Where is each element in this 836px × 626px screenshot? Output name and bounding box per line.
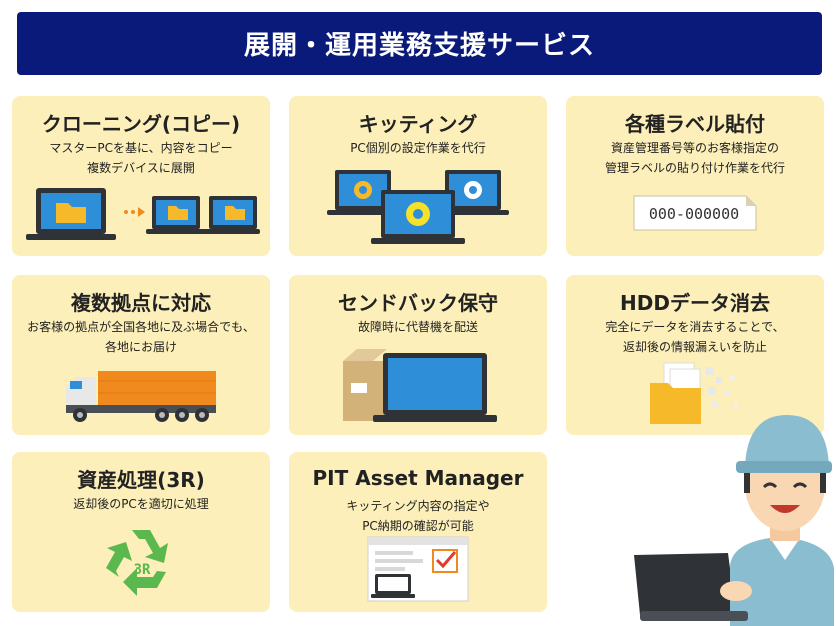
card-description: 返却後のPCを適切に処理: [12, 494, 270, 514]
card-multi-site[interactable]: 複数拠点に対応 お客様の拠点が全国各地に及ぶ場合でも、 各地にお届け: [12, 275, 270, 435]
card-title: HDDデータ消去: [620, 291, 770, 315]
card-description-line: キッティング内容の指定や: [346, 499, 490, 513]
card-description-line: お客様の拠点が全国各地に及ぶ場合でも、: [27, 320, 255, 334]
card-description-line: 管理ラベルの貼り付け作業を代行: [604, 161, 785, 175]
card-title: キッティング: [358, 112, 478, 136]
card-sendback[interactable]: センドバック保守 故障時に代替機を配送: [289, 275, 547, 435]
card-asset-manager[interactable]: PIT Asset Manager キッティング内容の指定や PC納期の確認が可…: [289, 452, 547, 612]
laptop-folder-copy-icon: [26, 188, 260, 240]
card-description: マスターPCを基に、内容をコピー 複数デバイスに展開: [12, 138, 270, 178]
card-description: 故障時に代替機を配送: [289, 317, 547, 337]
card-description: 資産管理番号等のお客様指定の 管理ラベルの貼り付け作業を代行: [566, 138, 824, 178]
recycle-label-text: 3R: [134, 562, 151, 578]
card-title: 資産処理(3R): [77, 468, 205, 492]
card-title: クローニング(コピー): [41, 112, 241, 136]
asset-label-text: 000-000000: [649, 205, 739, 223]
card-title: センドバック保守: [338, 291, 498, 315]
asset-label-icon: 000-000000: [633, 195, 757, 231]
card-cloning[interactable]: クローニング(コピー) マスターPCを基に、内容をコピー 複数デバイスに展開: [12, 96, 270, 256]
card-title: PIT Asset Manager: [312, 466, 524, 490]
card-description: PC個別の設定作業を代行: [289, 138, 547, 158]
card-label[interactable]: 各種ラベル貼付 資産管理番号等のお客様指定の 管理ラベルの貼り付け作業を代行 0…: [566, 96, 824, 256]
technician-mascot-icon: [634, 415, 834, 626]
card-description-line: 返却後の情報漏えいを防止: [622, 340, 767, 354]
card-description: キッティング内容の指定や PC納期の確認が可能: [289, 496, 547, 536]
card-hdd-erase[interactable]: HDDデータ消去 完全にデータを消去することで、 返却後の情報漏えいを防止: [566, 275, 824, 435]
card-description-line: 各地にお届け: [104, 340, 177, 354]
card-title: 各種ラベル貼付: [625, 112, 765, 136]
card-description-line: PC納期の確認が可能: [362, 519, 474, 533]
card-description: お客様の拠点が全国各地に及ぶ場合でも、 各地にお届け: [12, 317, 270, 357]
sendback-laptop-box-icon: [343, 349, 497, 422]
card-description: 完全にデータを消去することで、 返却後の情報漏えいを防止: [566, 317, 824, 357]
card-description-line: 複数デバイスに展開: [87, 161, 195, 175]
recycle-3r-icon: 3R: [106, 530, 168, 596]
delivery-truck-icon: [66, 371, 216, 422]
card-description-line: 故障時に代替機を配送: [357, 320, 478, 334]
asset-manager-window-icon: [367, 536, 469, 602]
card-description-line: 完全にデータを消去することで、: [605, 320, 785, 334]
card-title: 複数拠点に対応: [71, 291, 211, 315]
card-description-line: PC個別の設定作業を代行: [350, 141, 486, 155]
card-description-line: 資産管理番号等のお客様指定の: [610, 141, 779, 155]
card-kitting[interactable]: キッティング PC個別の設定作業を代行: [289, 96, 547, 256]
card-description-line: マスターPCを基に、内容をコピー: [49, 141, 233, 155]
data-erase-folder-icon: [650, 362, 738, 424]
card-description-line: 返却後のPCを適切に処理: [73, 497, 209, 511]
kitting-laptops-gear-icon: [327, 170, 509, 244]
card-asset-disposal[interactable]: 資産処理(3R) 返却後のPCを適切に処理 3R: [12, 452, 270, 612]
page-title: 展開・運用業務支援サービス: [243, 31, 595, 61]
page-banner: 展開・運用業務支援サービス: [17, 12, 822, 75]
